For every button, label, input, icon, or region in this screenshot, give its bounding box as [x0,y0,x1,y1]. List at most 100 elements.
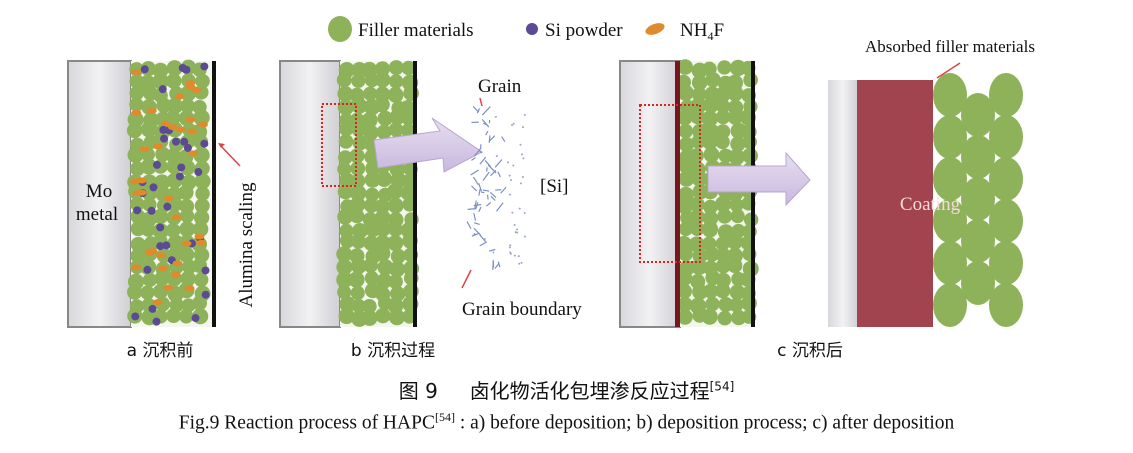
mo-metal-block [67,60,132,328]
filler-particle [715,283,731,299]
grain-boundary-label: Grain boundary [462,299,582,320]
si-particle [191,314,200,323]
si-particle [201,290,210,299]
grain-boundary-line [481,106,491,116]
filler-particle [388,309,406,326]
filler-particle [387,235,404,252]
si-particle [163,202,172,211]
grain-boundary-line [495,155,499,157]
zoom-region-box [321,103,357,187]
filler-particle [933,157,967,201]
nh4f-particle [171,214,182,221]
filler-particle [363,258,378,273]
filler-particle [933,241,967,285]
filler-particle [351,97,368,114]
filler-particle [130,248,146,264]
grain-boundary-line [474,148,481,157]
legend-nh4f: NH4F [680,20,724,43]
filler-particle [374,96,390,113]
si-particle [175,172,184,181]
si-particle [158,85,167,94]
filler-particle [676,109,693,126]
si-atom [518,207,521,210]
filler-particle [726,233,744,250]
si-particle [159,125,168,134]
grain-boundary-line [473,176,479,186]
si-atom [516,228,519,231]
nh4f-particle [157,265,168,272]
filler-particle [193,209,210,226]
grain-boundary-line [470,169,479,176]
filler-particle [193,109,210,126]
nh4f-particle [167,124,178,131]
filler-bed-b [336,60,420,327]
si-atom [509,244,512,247]
filler-particle [703,146,720,163]
grain-boundary-line [485,130,489,136]
legend-filler: Filler materials [358,20,474,41]
filler-particle [715,99,731,114]
alumina-wall-b [413,61,417,327]
filler-particle [677,296,693,312]
zoom-region-box-c [639,104,701,263]
filler-particle [400,185,416,201]
filler-particle [390,286,406,302]
filler-particle [727,257,743,274]
filler-particle [140,285,155,300]
nh4f-particle [184,285,195,292]
filler-particle [388,122,404,137]
filler-particle [677,84,694,101]
filler-particle [350,285,365,301]
filler-particle [152,208,169,225]
si-particle [177,163,186,172]
filler-particle [349,148,365,164]
filler-particle [989,199,1023,243]
filler-particle [961,93,995,137]
filler-particle [130,236,146,252]
filler-particle [374,245,391,262]
grain-boundary-line [471,185,478,192]
grain-boundary-line [471,232,480,237]
filler-particle [351,234,366,249]
filler-particle [701,133,719,150]
si-atom [518,262,521,265]
filler-particle [194,198,210,214]
filler-particle [678,246,693,262]
filler-particle [348,271,365,288]
si-particle [133,206,142,215]
filler-particle [154,270,170,287]
filler-particle [165,222,181,238]
caption-cn: 图 9 卤化物活化包埋渗反应过程[54] [398,379,735,403]
grain-boundary-line [484,237,486,240]
grain-boundary-line [473,227,481,236]
filler-particle [195,186,210,201]
alumina-scaling-label: Alumina scaling [236,182,257,308]
si-atom [512,164,515,167]
metal-label: metal [76,204,118,225]
grain-boundary-line [494,159,503,168]
alumina-wall-a [212,61,216,327]
absorbed-filler [933,73,1023,327]
filler-particle [377,110,393,127]
zoom-arrow [373,117,483,173]
nh4f-particle [131,109,142,116]
pointer-arrow [219,144,241,167]
filler-particle [179,221,196,238]
si-atom [507,161,510,164]
filler-particle [728,148,745,166]
grain-boundary-line [472,106,480,113]
mo-metal-block-b [279,60,341,328]
filler-particle [338,134,354,149]
filler-bed-a [126,59,211,326]
filler-particle [140,158,157,175]
filler-particle [194,173,211,190]
filler-particle [703,199,718,215]
grain-structure [466,106,526,270]
filler-particle [364,171,381,188]
filler-particle [715,258,731,274]
filler-particle [742,147,758,164]
grain-boundary-line [473,212,477,221]
grain-boundary-line [479,241,488,247]
filler-particle [126,122,143,139]
filler-particle [691,134,706,149]
